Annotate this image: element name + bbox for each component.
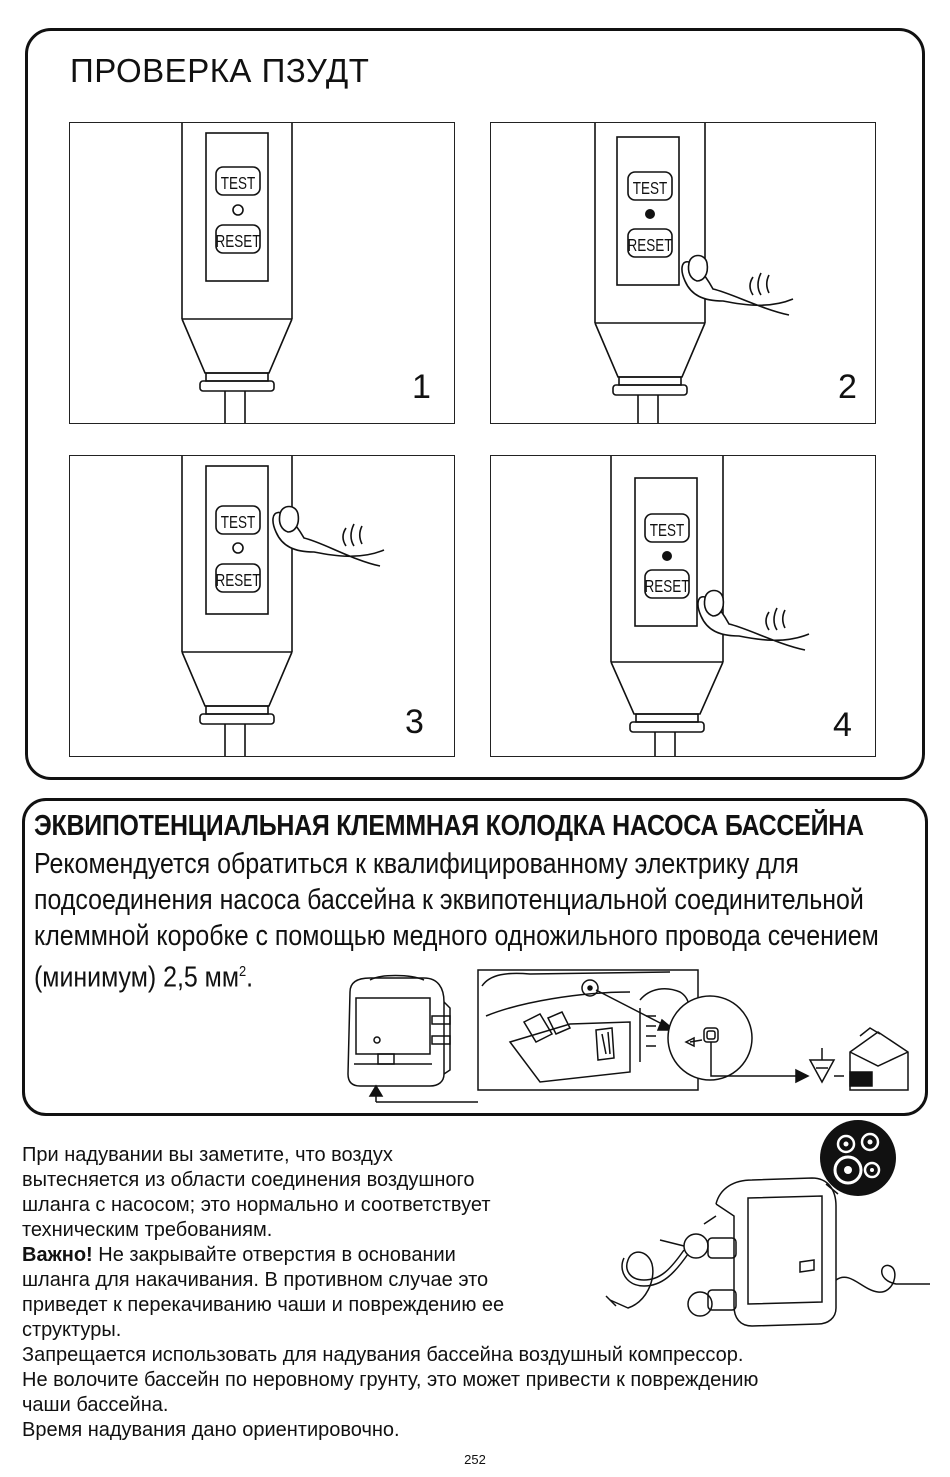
rcd-check-frame: [25, 28, 925, 780]
indicator-light-icon: [645, 209, 655, 219]
text-line: Не волочите бассейн по неровному грунту,…: [22, 1369, 759, 1391]
text-line: Время надувания дано ориентировочно.: [22, 1419, 400, 1441]
text-line: техническим требованиям.: [22, 1219, 273, 1241]
equipotential-frame: [22, 798, 928, 1116]
finger-pressing-icon: [697, 589, 810, 651]
rcd-step-panel-4: TEST RESET 4: [490, 455, 876, 757]
rcd-plug-illustration: TEST RESET: [594, 123, 794, 423]
equipotential-heading: ЭКВИПОТЕНЦИАЛЬНАЯ КЛЕММНАЯ КОЛОДКА НАСОС…: [34, 810, 864, 842]
text-line: Важно! Не закрывайте отверстия в основан…: [22, 1244, 456, 1266]
step-number-2: 2: [838, 368, 857, 406]
test-button-label: TEST: [221, 513, 256, 532]
rcd-plug-illustration: TEST RESET: [610, 456, 810, 756]
text-line: чаши бассейна.: [22, 1394, 169, 1416]
pump-unit-icon: [347, 974, 451, 1087]
reset-button-label: RESET: [628, 236, 673, 255]
reset-button-label: RESET: [645, 577, 690, 596]
equipotential-symbol-icon: [808, 1048, 836, 1084]
air-vents-icon: [820, 1120, 896, 1196]
text-line: подсоединения насоса бассейна к эквипоте…: [34, 884, 864, 916]
rcd-step-panel-3: TEST RESET 3: [69, 455, 455, 757]
step-number-1: 1: [412, 368, 431, 406]
rcd-check-title: ПРОВЕРКА ПЗУДТ: [70, 52, 370, 89]
reset-button-label: RESET: [216, 232, 261, 251]
page-number: 252: [464, 1452, 486, 1467]
rcd-plug-illustration: TEST RESET: [181, 123, 293, 423]
text-line: приведет к перекачиванию чаши и поврежде…: [22, 1294, 505, 1316]
indicator-light-icon: [662, 551, 672, 561]
reset-button-label: RESET: [216, 571, 261, 590]
text-line: Запрещается использовать для надувания б…: [22, 1344, 744, 1366]
finger-pressing-icon: [272, 505, 385, 567]
equipotential-wiring-illustration: [347, 969, 909, 1103]
rcd-step-panel-2: TEST RESET 2: [490, 122, 876, 424]
rcd-plug-illustration: TEST RESET: [181, 456, 385, 756]
test-button-label: TEST: [633, 179, 668, 198]
step-number-4: 4: [833, 706, 852, 744]
rcd-step-panel-1: TEST RESET 1: [69, 122, 455, 424]
text-line: шланга для накачивания. В противном случ…: [22, 1269, 489, 1291]
test-button-label: TEST: [221, 174, 256, 193]
test-button-label: TEST: [650, 521, 685, 540]
important-label: Важно!: [22, 1244, 93, 1266]
text-line: Рекомендуется обратиться к квалифицирова…: [34, 848, 799, 880]
step-number-3: 3: [405, 703, 424, 741]
text-line: (минимум) 2,5 мм2.: [34, 961, 254, 994]
equipotential-text: Рекомендуется обратиться к квалифицирова…: [34, 846, 879, 996]
finger-pressing-icon: [681, 254, 794, 316]
text-line: структуры.: [22, 1319, 122, 1341]
inflation-notes: При надувании вы заметите, что воздух вы…: [22, 1143, 758, 1443]
pump-air-hose-illustration: [605, 1120, 930, 1327]
junction-box-icon: [849, 1027, 909, 1091]
text-line: шланга с насосом; это нормально и соотве…: [22, 1194, 491, 1216]
text-line: клеммной коробке с помощью медного однож…: [34, 920, 879, 952]
text-line: При надувании вы заметите, что воздух: [22, 1144, 393, 1166]
text-line: вытесняется из области соединения воздуш…: [22, 1169, 475, 1191]
